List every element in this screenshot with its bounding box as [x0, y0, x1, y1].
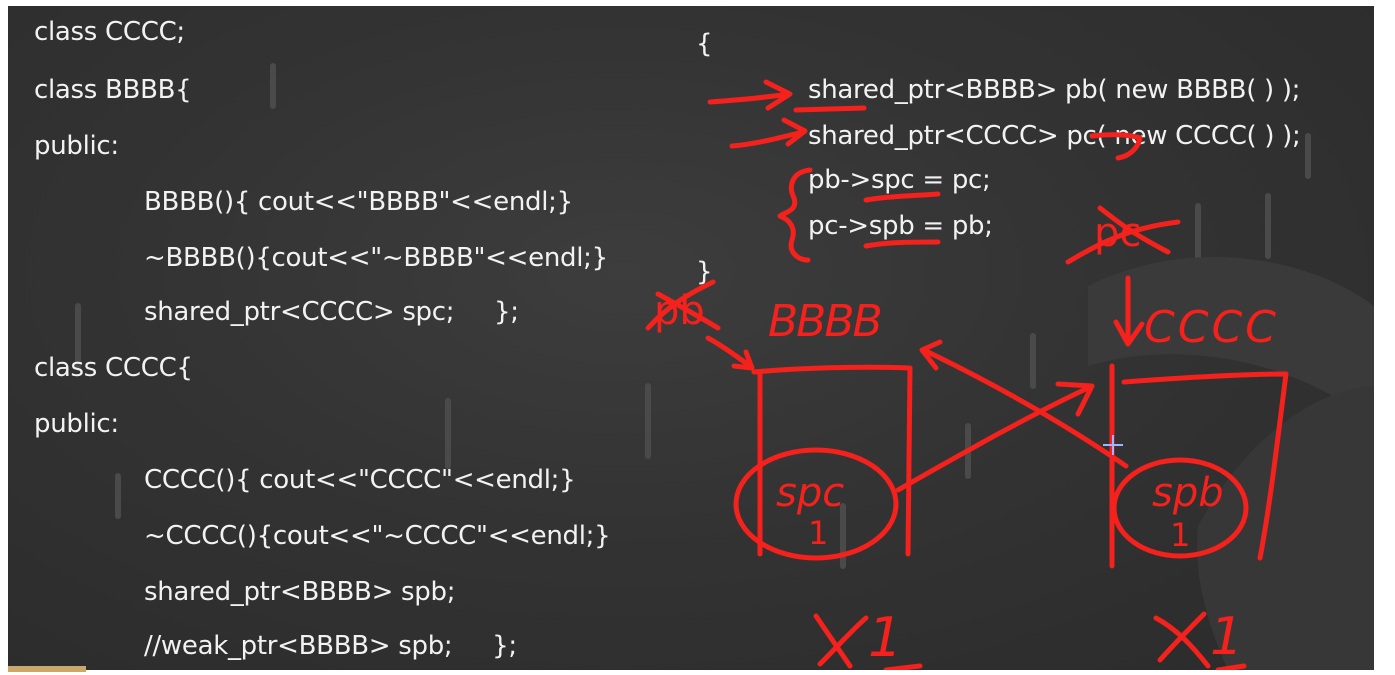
- code-line: {: [696, 29, 713, 59]
- code-line: ~BBBB(){cout<<"~BBBB"<<endl;}: [144, 243, 608, 273]
- code-line: class BBBB{: [34, 75, 192, 105]
- strike-mark: [645, 279, 721, 331]
- count-spb: 1: [1170, 516, 1190, 554]
- underline-mark: [863, 191, 941, 203]
- underline-mark: [883, 663, 923, 670]
- arrow-icon: [729, 117, 808, 149]
- chalkboard-slide: class CCCC; class BBBB{ public: BBBB(){ …: [8, 6, 1374, 670]
- code-line: BBBB(){ cout<<"BBBB"<<endl;}: [144, 187, 573, 217]
- code-line: //weak_ptr<BBBB> spb; };: [144, 631, 517, 661]
- strike-mark: [813, 613, 869, 669]
- crosshair-cursor-icon: [1103, 435, 1123, 455]
- object-box-cccc: [1109, 363, 1289, 569]
- code-line: ~CCCC(){cout<<"~CCCC"<<endl;}: [144, 521, 611, 551]
- arrow-icon: [705, 335, 755, 371]
- code-line: shared_ptr<CCCC> spc; };: [144, 297, 519, 327]
- code-line: shared_ptr<CCCC> pc( new CCCC( ) );: [808, 121, 1301, 151]
- count-spc: 1: [808, 514, 828, 552]
- arrow-icon: [1113, 275, 1145, 347]
- chalk-texture: [75, 63, 1374, 670]
- code-line: public:: [34, 409, 119, 439]
- handwritten-annotations: pb BBBB pc CCCC spc 1 spb 1: [645, 79, 1289, 670]
- strike-mark: [1065, 205, 1181, 265]
- member-spc: [733, 447, 899, 561]
- label-cccc: CCCC: [1144, 302, 1279, 353]
- ref-count-c: 1: [1210, 607, 1243, 667]
- arrow-icon: [895, 381, 1095, 493]
- code-line: pb->spc = pc;: [808, 165, 991, 195]
- code-line: }: [696, 257, 713, 287]
- strike-mark: [1153, 611, 1211, 669]
- ref-count-b: 1: [868, 606, 902, 669]
- code-line: shared_ptr<BBBB> spb;: [144, 577, 456, 607]
- arrow-icon: [707, 79, 793, 111]
- code-line: pc->spb = pb;: [808, 211, 993, 241]
- label-spb: spb: [1152, 470, 1224, 516]
- label-bbbb: BBBB: [768, 296, 881, 347]
- underline-mark: [1089, 132, 1143, 161]
- code-line: CCCC(){ cout<<"CCCC"<<endl;}: [144, 465, 576, 495]
- underline-mark: [793, 105, 867, 113]
- code-line: class CCCC;: [34, 17, 185, 47]
- bottom-edge-strip: [8, 666, 86, 672]
- arrow-icon: [919, 339, 1129, 469]
- code-line: shared_ptr<BBBB> pb( new BBBB( ) );: [808, 75, 1301, 105]
- brace-mark: [777, 167, 813, 263]
- code-line: class CCCC{: [34, 353, 193, 383]
- underline-mark: [863, 239, 941, 249]
- member-spb: [1111, 457, 1249, 559]
- label-spc: spc: [776, 470, 844, 516]
- underline-mark: [1215, 663, 1247, 670]
- code-line: public:: [34, 131, 119, 161]
